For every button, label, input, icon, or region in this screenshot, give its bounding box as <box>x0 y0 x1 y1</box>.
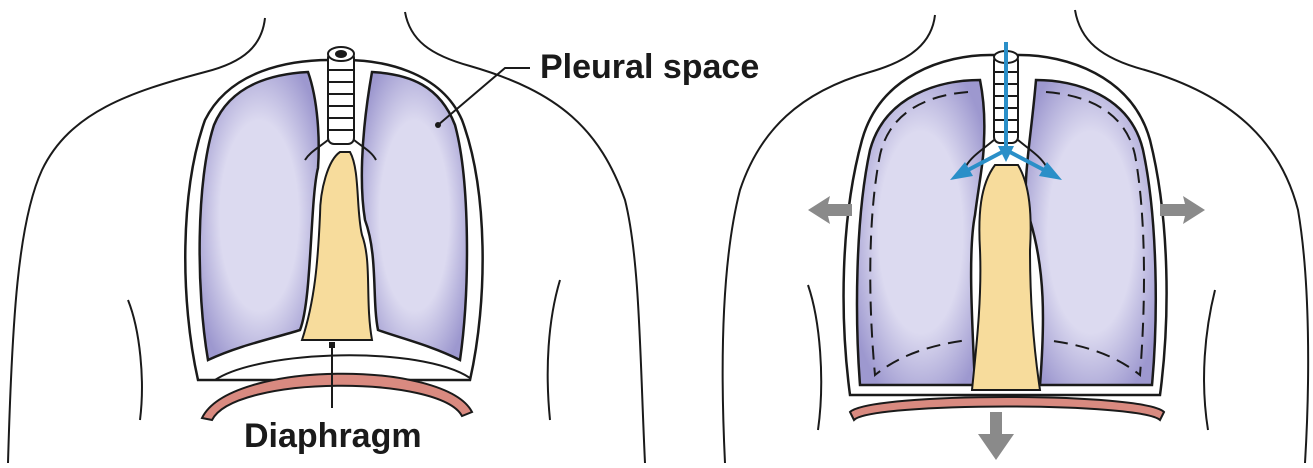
left-figure-right-lung <box>362 72 467 360</box>
pleural-space-label: Pleural space <box>540 48 759 87</box>
right-figure-diaphragm <box>850 397 1164 420</box>
diaphragm-label: Diaphragm <box>244 417 422 456</box>
left-armpit-line-right <box>548 280 560 420</box>
right-armpit-line-right <box>1204 290 1215 430</box>
left-armpit-line <box>128 300 142 420</box>
left-figure-left-lung <box>200 72 319 360</box>
pleural-leader-dot <box>435 122 441 128</box>
right-figure <box>723 10 1309 463</box>
right-armpit-line <box>808 285 821 430</box>
diaphragm-leader-dot <box>329 342 335 348</box>
